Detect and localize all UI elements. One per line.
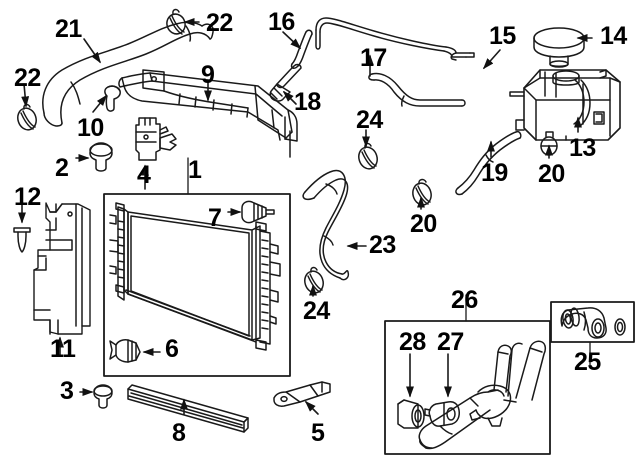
callout-23: 23	[369, 231, 396, 259]
callout-18: 18	[294, 88, 321, 116]
callout-26: 26	[451, 286, 478, 314]
water-outlet-pipe-art	[418, 340, 547, 450]
lower-hose-clamp-art-1	[358, 142, 378, 170]
lower-radiator-hose-art	[302, 169, 350, 281]
callout-24-low: 24	[303, 297, 330, 325]
callout-12: 12	[14, 183, 41, 211]
callout-8: 8	[172, 419, 186, 447]
callout-7: 7	[208, 204, 222, 232]
callout-14: 14	[600, 22, 627, 50]
leader-lines	[18, 18, 593, 415]
radiator-drain-plug-art	[109, 339, 141, 363]
callout-15: 15	[489, 22, 516, 50]
callout-17: 17	[360, 44, 387, 72]
air-deflector-bracket-art	[273, 381, 331, 407]
reservoir-outlet-hose-art	[368, 72, 466, 107]
radiator-core-art	[109, 202, 281, 351]
overflow-tube-art	[315, 17, 475, 61]
water-outlet-elbow-art	[560, 307, 626, 339]
side-air-baffle-art	[33, 202, 91, 335]
hose-clamp-art-left	[17, 103, 37, 131]
coolant-recovery-reservoir-art	[509, 69, 621, 141]
callout-4: 4	[137, 161, 151, 189]
callout-3: 3	[60, 377, 74, 405]
callout-25: 25	[574, 348, 601, 376]
callout-24-top: 24	[356, 106, 383, 134]
spring-hose-clamp-art-2	[412, 178, 432, 206]
callout-11: 11	[50, 335, 76, 363]
callout-27: 27	[437, 328, 464, 356]
callout-22-top: 22	[206, 9, 233, 37]
callout-2: 2	[55, 154, 69, 182]
callout-22-left: 22	[14, 64, 41, 92]
callout-19: 19	[481, 159, 508, 187]
radiator-mount-bolt-art	[241, 200, 275, 224]
callout-20-right: 20	[538, 160, 565, 188]
callout-5: 5	[311, 419, 325, 447]
callout-21: 21	[55, 15, 82, 43]
callout-13: 13	[569, 134, 596, 162]
upper-tie-bar-art	[118, 69, 298, 158]
callout-6: 6	[165, 335, 179, 363]
callout-10: 10	[77, 114, 104, 142]
radiator-assembly-box	[103, 157, 291, 377]
baffle-retainer-clip-art	[13, 227, 31, 253]
callout-16: 16	[268, 8, 295, 36]
reservoir-inlet-hose-art	[455, 130, 522, 196]
lower-hose-clamp-art-2	[304, 266, 324, 294]
reservoir-cap-art	[533, 27, 585, 68]
lower-air-deflector-art	[127, 384, 249, 433]
radiator-upper-bracket-art	[135, 117, 177, 161]
callout-9: 9	[201, 61, 215, 89]
thermostat-art	[424, 401, 460, 427]
callout-28: 28	[399, 328, 426, 356]
lower-mount-grommet-art	[93, 384, 113, 409]
radiator-mount-grommet-art	[89, 142, 113, 172]
water-outlet-elbow-box	[550, 301, 635, 369]
water-outlet-pipe-box	[384, 294, 551, 455]
callout-1: 1	[188, 156, 202, 184]
callout-20-mid: 20	[410, 210, 437, 238]
hose-grommet-art	[104, 85, 121, 112]
thermostat-seal-art	[397, 399, 425, 429]
